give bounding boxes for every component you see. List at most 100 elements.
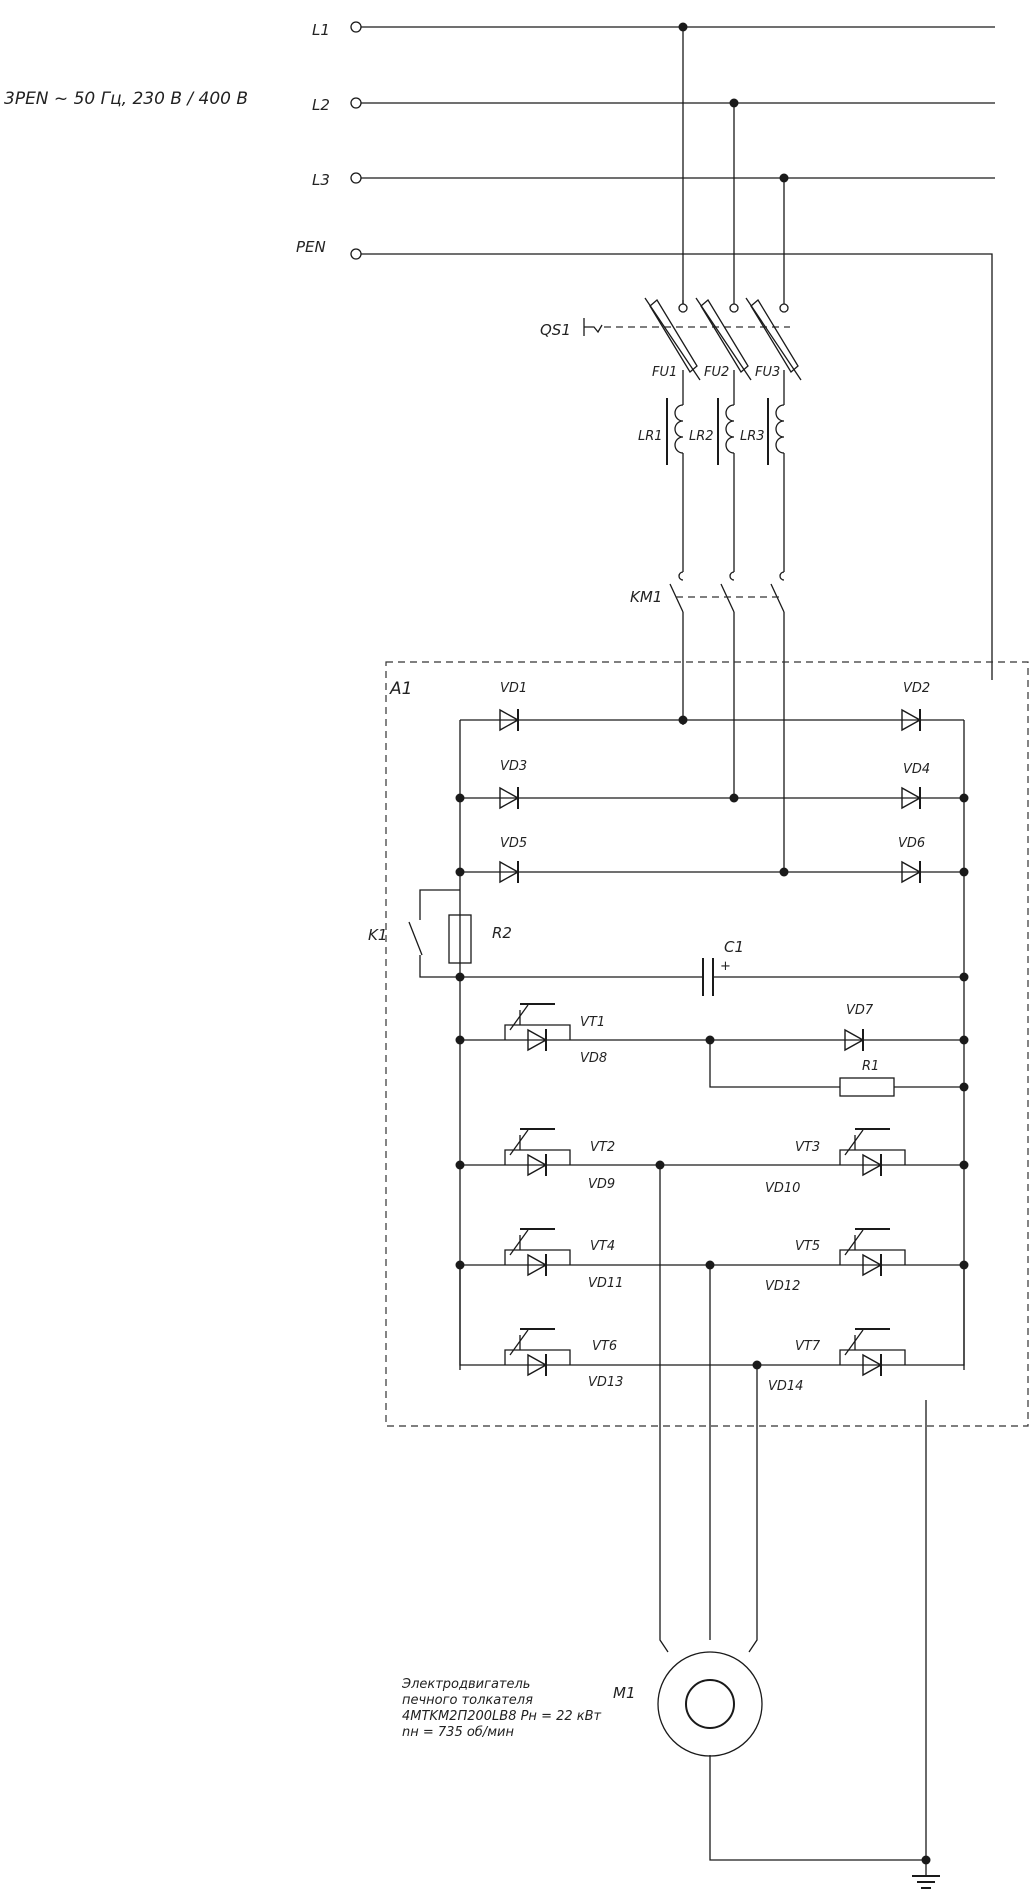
- qs1-handle-mark: [584, 324, 603, 334]
- junction-c1-right: [959, 972, 969, 982]
- diode-vd6: [901, 860, 922, 884]
- diode-vd2: [901, 708, 922, 732]
- label-k1: K1: [368, 926, 387, 944]
- motor-m1: M1 Электродвигатель печного толкателя 4M…: [401, 1651, 763, 1757]
- motor-desc-line-4: nн = 735 об/мин: [402, 1725, 514, 1740]
- diode-vd5: [499, 860, 520, 884]
- vt6-emitter: [509, 1329, 529, 1356]
- bus-PEN: [361, 253, 993, 680]
- fuse-fu2: [700, 299, 749, 373]
- junction-chopper-left: [455, 1035, 465, 1045]
- label-vd11: VD11: [588, 1276, 623, 1291]
- km1-arc-c: [779, 571, 785, 581]
- label-vt5: VT5: [795, 1239, 820, 1254]
- vt1-emitter: [509, 1004, 529, 1031]
- inductor-lr2: [725, 404, 735, 454]
- k1-bottom-wire: [419, 955, 460, 978]
- junction-bridge-b: [729, 793, 739, 803]
- motor-desc-line-3: 4MTKM2П200LB8 Pн = 22 кВт: [402, 1709, 602, 1724]
- diode-vd3: [499, 786, 520, 810]
- motor-rotor-circle: [685, 1679, 735, 1729]
- junction-r1-right: [959, 1082, 969, 1092]
- label-vd10: VD10: [765, 1181, 800, 1196]
- qs1-blade-a: [644, 297, 701, 381]
- vt5-frame: [839, 1249, 906, 1265]
- terminal-L3: [350, 172, 362, 184]
- igbt-vt2: [504, 1128, 571, 1177]
- vt4-emitter: [509, 1229, 529, 1256]
- km1-contact-a: [669, 583, 684, 613]
- qs1-contact-a: [678, 303, 688, 313]
- junction-bridge-c: [779, 867, 789, 877]
- converter-block-a1: [385, 661, 1029, 1427]
- diode-vd8: [527, 1028, 548, 1052]
- junction-row3-left: [455, 867, 465, 877]
- igbt-vt6: [504, 1328, 571, 1377]
- label-vd12: VD12: [765, 1279, 800, 1294]
- motor-desc-line-1: Электродвигатель: [401, 1677, 530, 1692]
- junction-c1-left: [455, 972, 465, 982]
- terminal-L1: [350, 21, 362, 33]
- inductor-lr3: [775, 404, 785, 454]
- vt2-frame: [504, 1149, 571, 1165]
- label-fu2: FU2: [704, 365, 729, 380]
- label-vd14: VD14: [768, 1379, 803, 1394]
- km1-contact-b: [720, 583, 735, 613]
- qs1-contact-b: [729, 303, 739, 313]
- line-reactors: LR1 LR2 LR3: [638, 383, 785, 572]
- label-vd6: VD6: [898, 836, 925, 851]
- label-PEN: PEN: [296, 238, 326, 256]
- label-km1: KM1: [630, 588, 662, 606]
- qs1-contact-c: [779, 303, 789, 313]
- phase-wires: [682, 27, 785, 304]
- diode-vd10: [862, 1153, 883, 1177]
- label-vt6: VT6: [592, 1339, 617, 1354]
- label-c1: C1: [724, 938, 744, 956]
- vt6-frame: [504, 1349, 571, 1365]
- vt4-frame: [504, 1249, 571, 1265]
- motor-ground-wire: [709, 1755, 926, 1861]
- label-m1: M1: [613, 1684, 636, 1702]
- vt7-frame: [839, 1349, 906, 1365]
- c1-polarity: +: [720, 959, 731, 974]
- label-lr1: LR1: [638, 429, 663, 444]
- igbt-vt5: [839, 1228, 906, 1277]
- label-vt1: VT1: [580, 1015, 605, 1030]
- diode-vd7: [844, 1028, 865, 1052]
- label-lr2: LR2: [689, 429, 714, 444]
- km1-contact-c: [770, 583, 785, 613]
- km1-arc-b: [729, 571, 735, 581]
- km1-arc-a: [678, 571, 684, 581]
- label-vd1: VD1: [500, 681, 527, 696]
- label-vt3: VT3: [795, 1140, 820, 1155]
- vt5-emitter: [844, 1229, 864, 1256]
- diode-vd14: [862, 1353, 883, 1377]
- qs1-blade-c: [745, 297, 802, 381]
- igbt-vt1: [504, 1003, 571, 1052]
- label-fu1: FU1: [652, 365, 677, 380]
- label-vd4: VD4: [903, 762, 930, 777]
- diode-vd12: [862, 1253, 883, 1277]
- junction-leg1-right: [959, 1160, 969, 1170]
- label-vd5: VD5: [500, 836, 527, 851]
- motor-leads: [659, 1165, 931, 1865]
- motor-desc-line-2: печного толкателя: [402, 1693, 533, 1708]
- diode-vd1: [499, 708, 520, 732]
- label-vd2: VD2: [903, 681, 930, 696]
- motor-outer-circle: [657, 1651, 763, 1757]
- brake-resistor-r1: [839, 1077, 895, 1097]
- label-vd3: VD3: [500, 759, 527, 774]
- label-vd9: VD9: [588, 1177, 615, 1192]
- motor-lead-w: [748, 1365, 758, 1653]
- vt3-emitter: [844, 1129, 864, 1156]
- diode-vd9: [527, 1153, 548, 1177]
- relay-contact-k1: [408, 921, 423, 956]
- label-lr3: LR3: [740, 429, 765, 444]
- diode-vd11: [527, 1253, 548, 1277]
- label-r2: R2: [492, 924, 512, 942]
- precharge-circuit: K1 R2 C1 +: [368, 889, 969, 996]
- diode-vd4: [901, 786, 922, 810]
- motor-lead-u: [659, 1165, 669, 1653]
- inverter-row-3: [459, 1265, 965, 1366]
